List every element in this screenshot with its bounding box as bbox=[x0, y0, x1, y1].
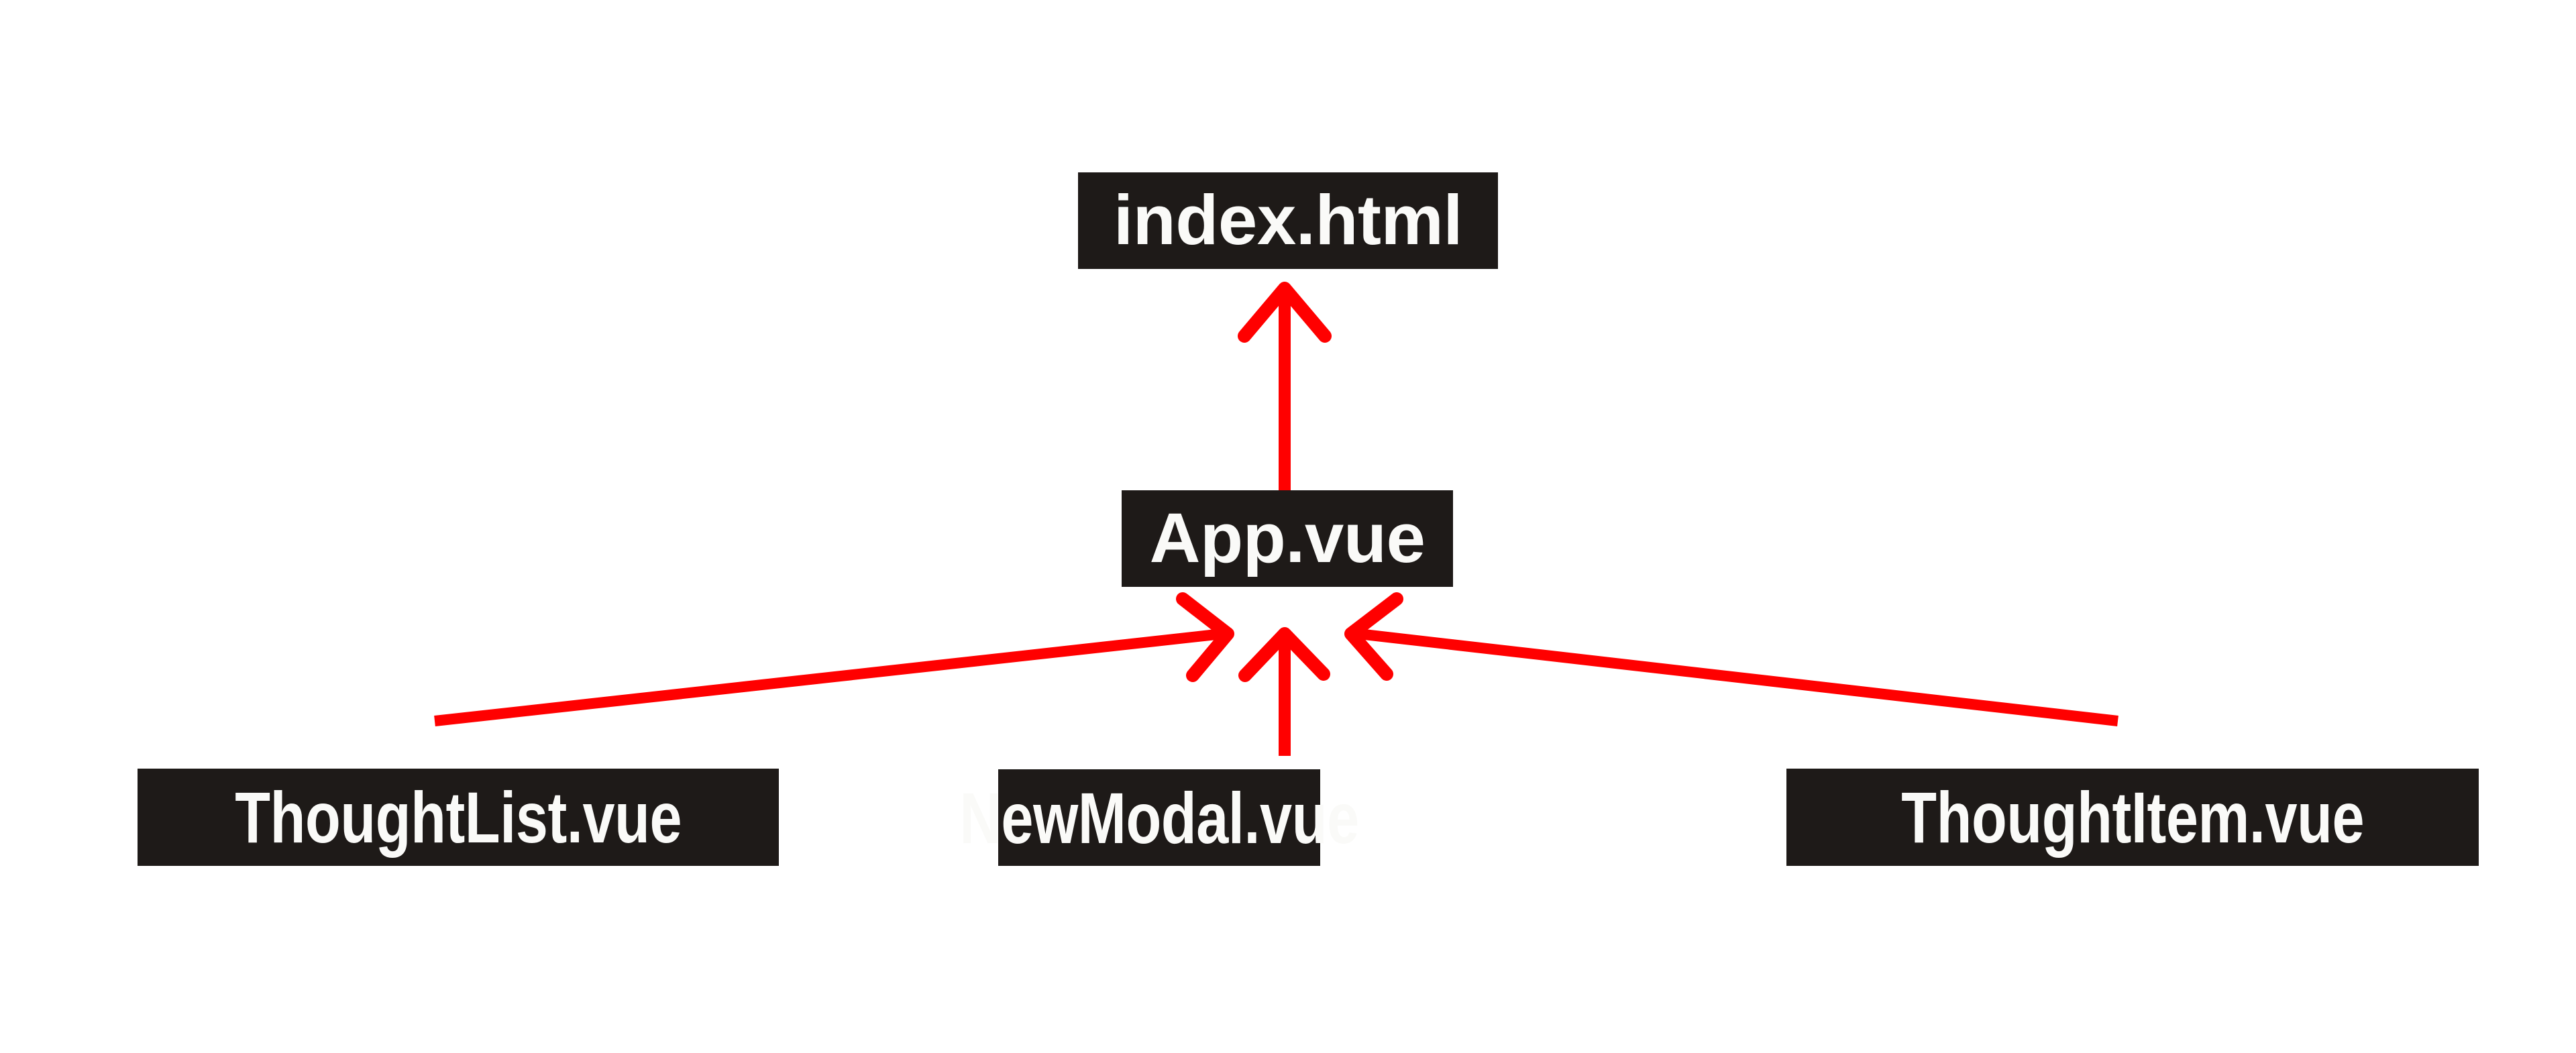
edge-newmodal-to-app-arrowhead bbox=[1238, 627, 1330, 682]
node-thoughtlist-vue-label: ThoughtList.vue bbox=[235, 777, 682, 858]
node-thoughtitem-vue[interactable]: ThoughtItem.vue bbox=[1786, 769, 2479, 866]
node-newmodal-vue[interactable]: NewModal.vue bbox=[959, 769, 1359, 866]
edge-thoughtlist-to-app-stem bbox=[434, 628, 1223, 726]
node-thoughtlist-vue[interactable]: ThoughtList.vue bbox=[138, 769, 779, 866]
node-newmodal-vue-label: NewModal.vue bbox=[959, 777, 1359, 858]
node-index-html[interactable]: index.html bbox=[1078, 172, 1498, 269]
node-index-html-label: index.html bbox=[1113, 181, 1463, 260]
edge-thoughtitem-to-app-arrowhead bbox=[1344, 592, 1403, 681]
node-thoughtitem-vue-label: ThoughtItem.vue bbox=[1901, 777, 2364, 858]
edge-app-to-index-arrowhead bbox=[1238, 282, 1332, 343]
edge-newmodal-to-app bbox=[1238, 627, 1330, 756]
edge-thoughtlist-to-app-arrowhead bbox=[1176, 592, 1234, 682]
edge-app-to-index bbox=[1238, 282, 1332, 490]
node-app-vue[interactable]: App.vue bbox=[1122, 490, 1453, 587]
node-app-vue-label: App.vue bbox=[1149, 499, 1426, 577]
edge-thoughtlist-to-app bbox=[434, 592, 1234, 726]
edge-thoughtitem-to-app-stem bbox=[1358, 628, 2118, 726]
edge-thoughtitem-to-app bbox=[1344, 592, 2118, 726]
